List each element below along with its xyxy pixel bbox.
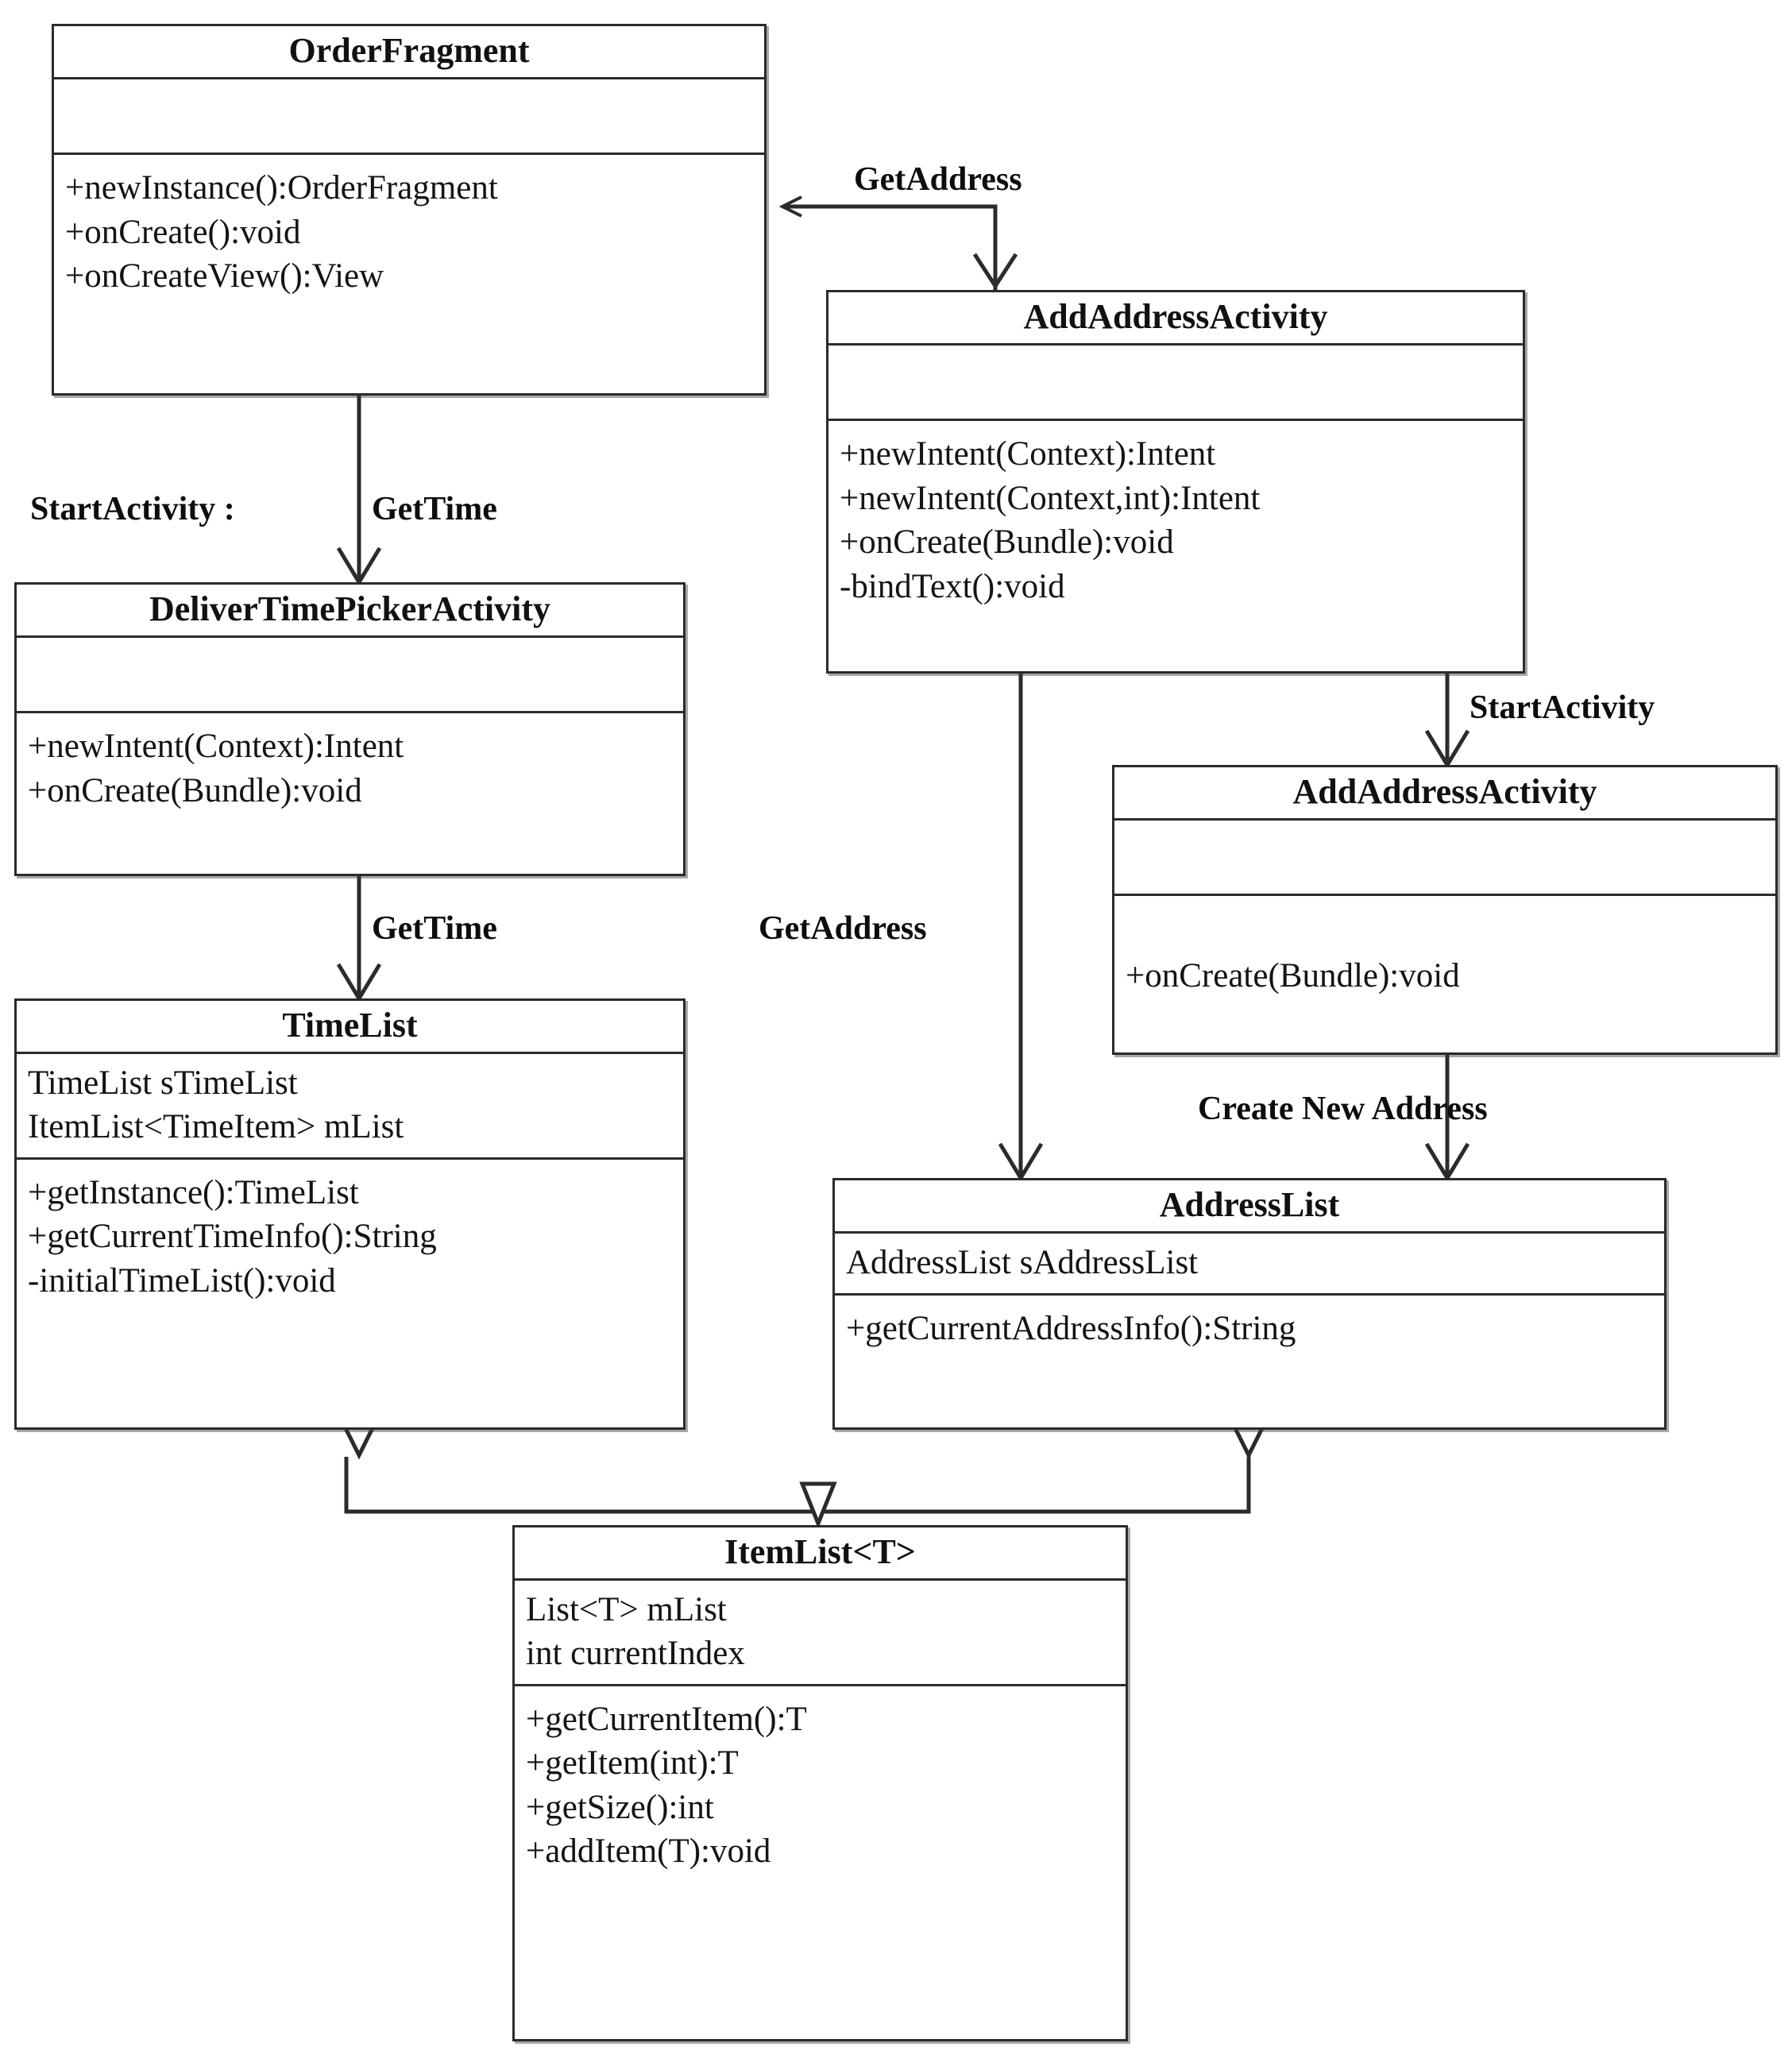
- class-attributes-address-list: AddressList sAddressList: [835, 1234, 1664, 1296]
- operation-line: -initialTimeList():void: [28, 1261, 336, 1300]
- attribute-line: AddressList sAddressList: [846, 1244, 1199, 1282]
- class-box-item-list[interactable]: ItemList<T> List<T> mList int currentInd…: [512, 1525, 1128, 2041]
- operation-line: +addItem(T):void: [526, 1832, 771, 1871]
- class-box-add-address-activity-top[interactable]: AddAddressActivity +newIntent(Context):I…: [826, 290, 1525, 674]
- attribute-line: List<T> mList: [526, 1591, 727, 1629]
- class-box-order-fragment[interactable]: OrderFragment +newInstance():OrderFragme…: [52, 24, 767, 396]
- edge-label-get-time-left: GetTime: [372, 491, 497, 527]
- operation-line: +getItem(int):T: [526, 1744, 739, 1782]
- class-box-deliver-time-picker-activity[interactable]: DeliverTimePickerActivity +newIntent(Con…: [14, 582, 686, 876]
- operation-line: +newInstance():OrderFragment: [65, 169, 498, 207]
- operation-line: +onCreate(Bundle):void: [1126, 956, 1460, 994]
- class-operations-address-list: +getCurrentAddressInfo():String: [835, 1296, 1664, 1427]
- class-box-add-address-activity-bottom[interactable]: AddAddressActivity +onCreate(Bundle):voi…: [1112, 765, 1778, 1055]
- class-attributes-deliver-time-picker-activity: [17, 638, 683, 714]
- class-title-time-list: TimeList: [17, 1001, 683, 1055]
- class-attributes-time-list: TimeList sTimeList ItemList<TimeItem> mL…: [17, 1054, 683, 1160]
- edge-label-get-address-top: GetAddress: [854, 161, 1022, 198]
- operation-line: +getInstance():TimeList: [28, 1173, 359, 1211]
- operation-line: +newIntent(Context):Intent: [840, 435, 1216, 473]
- class-title-deliver-time-picker-activity: DeliverTimePickerActivity: [17, 585, 683, 639]
- operation-line: +getCurrentAddressInfo():String: [846, 1309, 1296, 1347]
- edge-get-address-top: [778, 195, 998, 290]
- edge-label-get-address-middle: GetAddress: [759, 910, 927, 947]
- class-title-add-address-activity-bottom: AddAddressActivity: [1114, 767, 1775, 821]
- operation-line: +getCurrentItem():T: [526, 1700, 807, 1738]
- class-box-address-list[interactable]: AddressList AddressList sAddressList +ge…: [832, 1178, 1666, 1430]
- class-attributes-add-address-activity-top: [828, 346, 1523, 422]
- operation-line: +onCreateView():View: [65, 257, 384, 295]
- operation-line: +getCurrentTimeInfo():String: [28, 1218, 437, 1256]
- operation-line: +onCreate():void: [65, 213, 301, 251]
- attribute-line: int currentIndex: [526, 1634, 745, 1672]
- class-operations-add-address-activity-bottom: +onCreate(Bundle):void: [1114, 896, 1775, 1052]
- class-operations-order-fragment: +newInstance():OrderFragment +onCreate()…: [54, 155, 764, 393]
- edge-start-activity-right: [1424, 674, 1470, 769]
- class-title-item-list: ItemList<T>: [515, 1527, 1126, 1581]
- class-attributes-order-fragment: [54, 79, 764, 156]
- attribute-line: ItemList<TimeItem> mList: [28, 1107, 404, 1145]
- class-title-order-fragment: OrderFragment: [54, 26, 764, 80]
- edge-label-start-activity-left: StartActivity :: [30, 491, 235, 527]
- class-attributes-add-address-activity-bottom: [1114, 821, 1775, 897]
- aggregation-shared-stem: [799, 1481, 837, 1529]
- edge-get-address-middle: [998, 674, 1044, 1182]
- operation-line: +newIntent(Context,int):Intent: [840, 479, 1261, 517]
- class-title-add-address-activity-top: AddAddressActivity: [828, 292, 1523, 346]
- class-operations-deliver-time-picker-activity: +newIntent(Context):Intent +onCreate(Bun…: [17, 713, 683, 874]
- class-title-address-list: AddressList: [835, 1180, 1664, 1234]
- edge-start-activity-get-time: [336, 396, 382, 586]
- class-operations-item-list: +getCurrentItem():T +getItem(int):T +get…: [515, 1686, 1126, 2039]
- operation-line: +onCreate(Bundle):void: [28, 771, 362, 809]
- edge-label-create-new-address: Create New Address: [1198, 1091, 1488, 1127]
- operation-line: -bindText():void: [840, 567, 1065, 605]
- operation-line: +newIntent(Context):Intent: [28, 728, 404, 766]
- attribute-line: TimeList sTimeList: [28, 1064, 298, 1103]
- edge-get-address-top-down: [972, 208, 1018, 290]
- class-attributes-item-list: List<T> mList int currentIndex: [515, 1581, 1126, 1686]
- operation-line: +onCreate(Bundle):void: [840, 523, 1174, 562]
- edge-label-get-time-lower: GetTime: [372, 910, 497, 947]
- class-operations-add-address-activity-top: +newIntent(Context):Intent +newIntent(Co…: [828, 421, 1523, 671]
- class-operations-time-list: +getInstance():TimeList +getCurrentTimeI…: [17, 1160, 683, 1427]
- edge-label-start-activity-right: StartActivity: [1470, 689, 1655, 726]
- class-box-time-list[interactable]: TimeList TimeList sTimeList ItemList<Tim…: [14, 998, 686, 1430]
- operation-line: +getSize():int: [526, 1788, 714, 1826]
